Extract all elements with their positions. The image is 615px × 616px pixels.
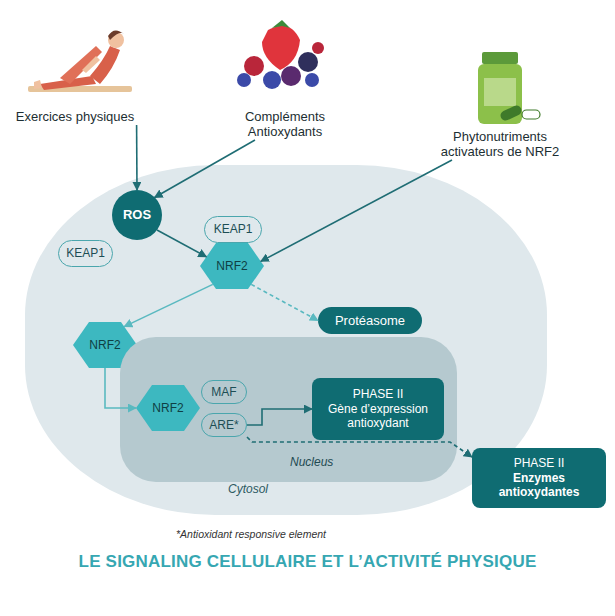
node-label: ARE* <box>209 418 238 432</box>
cell-region: CytosolROSKEAP1KEAP1NRF2ProtéasomeNRF2Nu… <box>25 165 547 515</box>
node-label: NRF2 <box>89 338 120 352</box>
node-label: Phytonutriments activateurs de NRF2 <box>425 129 575 160</box>
protein-pill: KEAP1 <box>58 240 113 267</box>
berries-figure <box>237 20 324 89</box>
node-label: Protéasome <box>335 313 405 329</box>
input-caption: Exercices physiques <box>5 10 145 125</box>
proteasome-box: Protéasome <box>318 307 422 334</box>
nucleus-region: Nucleus NRF2 MAF ARE* PHASE IIGène d’express… <box>120 337 457 482</box>
node-label: Exercices physiques <box>16 109 135 125</box>
nrf2-hexagon: NRF2 <box>136 385 200 431</box>
node-label: MAF <box>211 385 236 399</box>
node-label: KEAP1 <box>66 246 105 260</box>
connector-arrow <box>105 368 136 408</box>
nrf2-hexagon: NRF2 <box>200 243 264 289</box>
node-label: KEAP1 <box>214 222 253 236</box>
input-caption: Compléments Antioxydants <box>225 10 345 140</box>
connector-arrow <box>157 230 206 257</box>
node-label: NRF2 <box>152 401 183 415</box>
element-pill: ARE* <box>201 413 247 437</box>
connector-arrow <box>247 409 312 425</box>
ros-circle: ROS <box>112 190 162 240</box>
node-label: Gène d’expression antioxydant <box>318 402 438 431</box>
enzyme-box: PHASE IIEnzymes antioxydantes <box>472 448 606 508</box>
connector-arrow <box>251 284 318 320</box>
connector-arrow <box>261 160 452 261</box>
connector-arrow <box>124 284 213 326</box>
node-label: ROS <box>123 207 151 223</box>
region-label: Cytosol <box>228 482 268 496</box>
node-label: PHASE II <box>514 456 565 470</box>
node-label: PHASE II <box>353 387 404 401</box>
supplement-bottle <box>478 52 540 124</box>
region-label: Nucleus <box>290 455 333 469</box>
node-label: NRF2 <box>216 259 247 273</box>
exercise-figure <box>28 30 132 92</box>
gene-box: PHASE IIGène d’expression antioxydant <box>312 378 444 440</box>
input-caption: Phytonutriments activateurs de NRF2 <box>425 30 575 160</box>
node-label: Compléments Antioxydants <box>225 109 345 140</box>
connector-arrow <box>247 437 472 457</box>
protein-pill: MAF <box>201 380 247 404</box>
node-label: Enzymes antioxydantes <box>478 471 600 500</box>
diagram-title: LE SIGNALING CELLULAIRE ET L’ACTIVITÉ PH… <box>0 552 615 572</box>
connector-arrow <box>136 125 138 190</box>
connector-arrow <box>155 140 256 198</box>
protein-pill: KEAP1 <box>204 216 262 243</box>
footnote: *Antioxidant responsive element <box>176 528 326 540</box>
